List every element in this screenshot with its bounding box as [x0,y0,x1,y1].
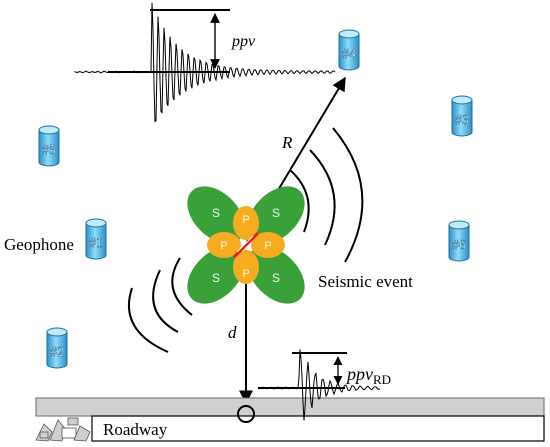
focal-mechanism: S S S S P P P P [187,186,305,304]
geophone-g5: #5 [38,125,60,167]
geophone-label-g1: #1 [89,236,103,251]
s-lobe-label: S [272,206,280,220]
geophone-g3: #3 [451,95,473,137]
geophone-label-g2: #2 [50,345,64,360]
wave-arc [289,169,310,233]
p-lobe [233,206,259,240]
geophone-label-g3: #3 [455,113,469,128]
roadway-surface [35,397,545,417]
geophone-g6: #6 [448,220,470,262]
s-lobe-label: S [212,271,220,285]
p-lobe-label: P [242,268,249,280]
fault-slip-line [232,231,260,259]
seismic-event-label: Seismic event [318,272,413,291]
geophone-body [448,224,470,262]
wave-arcs-right [289,127,364,263]
R-label: R [281,133,293,152]
ppv-label: ppv [231,33,256,50]
roadway-tunnel [91,415,545,442]
ppv-waveform-group: ppv [74,2,336,123]
p-lobe-label: P [264,240,271,252]
p-lobe [207,232,241,258]
geophone-top [451,95,473,105]
roadway-measure-point [237,405,255,423]
ppv-rd-waveform-group: ppvRD [257,349,391,421]
ppv-rd-main: ppv [345,364,373,384]
p-lobe-label: P [242,214,249,226]
rubble-pile [35,417,91,442]
s-lobe [187,186,245,244]
p-lobe [233,250,259,284]
geophone-label-g4: #4 [342,47,356,62]
ppv-rd-waveform-trace [257,349,381,421]
p-wave-lobes [207,206,285,284]
wave-arc [152,269,179,333]
wave-arc [127,287,169,353]
s-lobe-label: S [212,206,220,220]
geophone-top [448,220,470,230]
geophone-top [38,125,60,135]
geophone-label: Geophone [4,235,74,254]
geophone-body [46,331,68,369]
geophone-label-g5: #5 [42,143,56,158]
s-lobe-label: S [272,271,280,285]
geophone-top [46,327,68,337]
wave-arc [171,257,193,316]
geophone-top [85,218,107,228]
wave-arc [309,149,336,246]
ppv-waveform-trace [74,2,336,123]
geophone-body [85,222,107,260]
s-lobe [247,186,305,244]
p-lobe-label: P [220,240,227,252]
geophone-g1: #1 [85,218,107,260]
s-lobe [187,246,245,304]
ppv-rd-label: ppvRD [345,364,391,387]
ppv-rd-subscript: RD [373,372,391,387]
p-lobe [251,232,285,258]
wave-arc [332,127,364,263]
roadway-group: Roadway [35,397,545,442]
geophone-top [338,29,360,39]
fault-slip-line [236,235,254,253]
geophone-label-g6: #6 [452,238,466,253]
d-label: d [228,323,237,342]
geophone-body [338,33,360,71]
geophone-g2: #2 [46,327,68,369]
geophone-layer: #1 #2 #3 #4 #5 #6 [38,29,473,369]
geophone-body [451,99,473,137]
s-lobe [247,246,305,304]
s-wave-lobes [187,186,305,304]
wave-arcs-left [127,257,193,353]
roadway-label: Roadway [103,420,168,439]
geophone-body [38,129,60,167]
geophone-g4: #4 [338,29,360,71]
